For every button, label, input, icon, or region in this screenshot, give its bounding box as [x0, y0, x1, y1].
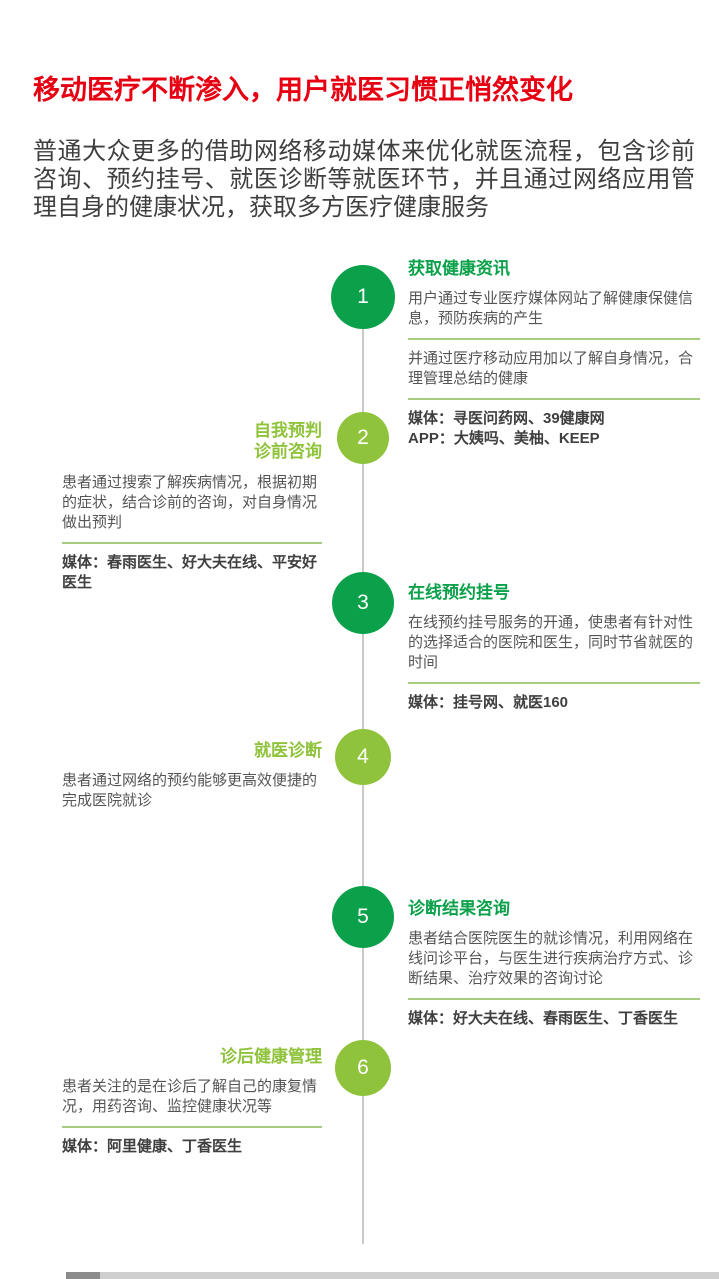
intro-paragraph: 普通大众更多的借助网络移动媒体来优化就医流程，包含诊前咨询、预约挂号、就医诊断等… — [33, 138, 695, 221]
step-paragraph: 患者关注的是在诊后了解自己的康复情况，用药咨询、监控健康状况等 — [62, 1077, 322, 1129]
step-media-1: 媒体：寻医问药网、39健康网 APP：大姨吗、美柚、KEEP — [408, 410, 605, 448]
step-media-3: 媒体：挂号网、就医160 — [408, 694, 569, 712]
step-media-5: 媒体：好大夫在线、春雨医生、丁香医生 — [408, 1010, 679, 1028]
step-number-2: 2 — [357, 426, 369, 449]
timeline-item-1: 获取健康资讯 用户通过专业医疗媒体网站了解健康保健信息，预防疾病的产生 并通过医… — [408, 258, 700, 449]
step-number-3: 3 — [357, 591, 369, 614]
step-paragraph: 并通过医疗移动应用加以了解自身情况，合理管理总结的健康 — [408, 349, 700, 401]
step-paragraph: 患者通过搜索了解疾病情况，根据初期的症状，结合诊前的咨询，对自身情况做出预判 — [62, 473, 322, 544]
step-paragraph: 用户通过专业医疗媒体网站了解健康保健信息，预防疾病的产生 — [408, 289, 700, 341]
timeline-item-5: 诊断结果咨询 患者结合医院医生的就诊情况，利用网络在线问诊平台，与医生进行疾病治… — [408, 898, 700, 1029]
step-number-1: 1 — [357, 285, 369, 308]
timeline-item-2: 自我预判 诊前咨询 患者通过搜索了解疾病情况，根据初期的症状，结合诊前的咨询，对… — [62, 420, 322, 593]
step-heading-2: 自我预判 诊前咨询 — [254, 421, 322, 462]
step-media-2: 媒体：春雨医生、好大夫在线、平安好医生 — [62, 553, 318, 591]
step-circle-3: 3 — [332, 572, 394, 634]
step-circle-6: 6 — [335, 1040, 391, 1096]
step-paragraph: 患者通过网络的预约能够更高效便捷的完成医院就诊 — [62, 772, 318, 810]
step-heading-4: 就医诊断 — [254, 741, 322, 760]
step-circle-5: 5 — [332, 886, 394, 948]
step-heading-6: 诊后健康管理 — [220, 1047, 322, 1066]
step-heading-5: 诊断结果咨询 — [408, 899, 510, 918]
timeline-item-3: 在线预约挂号 在线预约挂号服务的开通，使患者有针对性的选择适合的医院和医生，同时… — [408, 582, 700, 713]
page-title: 移动医疗不断渗入，用户就医习惯正悄然变化 — [33, 75, 573, 105]
step-number-4: 4 — [357, 745, 369, 768]
step-heading-1: 获取健康资讯 — [408, 259, 510, 278]
footer-bar — [66, 1272, 719, 1279]
step-paragraph: 在线预约挂号服务的开通，使患者有针对性的选择适合的医院和医生，同时节省就医的时间 — [408, 613, 700, 685]
step-number-6: 6 — [357, 1056, 369, 1079]
step-circle-4: 4 — [335, 729, 391, 785]
step-circle-1: 1 — [331, 265, 395, 329]
step-paragraph: 患者结合医院医生的就诊情况，利用网络在线问诊平台，与医生进行疾病治疗方式、诊断结… — [408, 929, 700, 1001]
timeline-item-4: 就医诊断 患者通过网络的预约能够更高效便捷的完成医院就诊 — [62, 740, 322, 821]
step-number-5: 5 — [357, 905, 369, 928]
footer-bar-notch — [66, 1272, 100, 1279]
step-circle-2: 2 — [337, 412, 389, 464]
timeline-item-6: 诊后健康管理 患者关注的是在诊后了解自己的康复情况，用药咨询、监控健康状况等 媒… — [62, 1046, 322, 1157]
step-media-6: 媒体：阿里健康、丁香医生 — [62, 1138, 243, 1156]
step-heading-3: 在线预约挂号 — [408, 583, 510, 602]
